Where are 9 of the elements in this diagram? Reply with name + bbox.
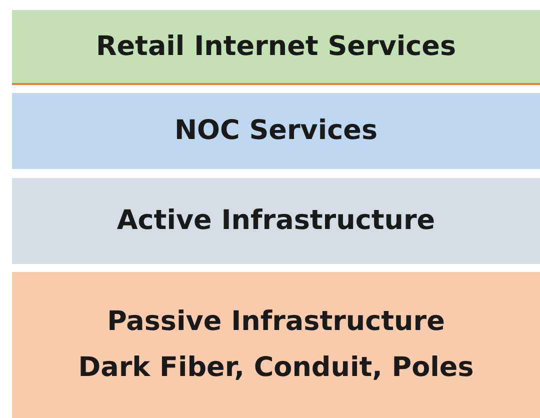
layer-label: Retail Internet Services — [96, 30, 456, 64]
layer-label: Passive Infrastructure — [107, 305, 445, 339]
layer-band — [12, 93, 540, 169]
layer-band — [12, 178, 540, 264]
layer-label: NOC Services — [174, 114, 378, 148]
layer-label: Active Infrastructure — [116, 204, 436, 238]
layer-band — [12, 10, 540, 85]
layer-label: Dark Fiber, Conduit, Poles — [78, 351, 474, 385]
layer-band — [12, 272, 540, 418]
